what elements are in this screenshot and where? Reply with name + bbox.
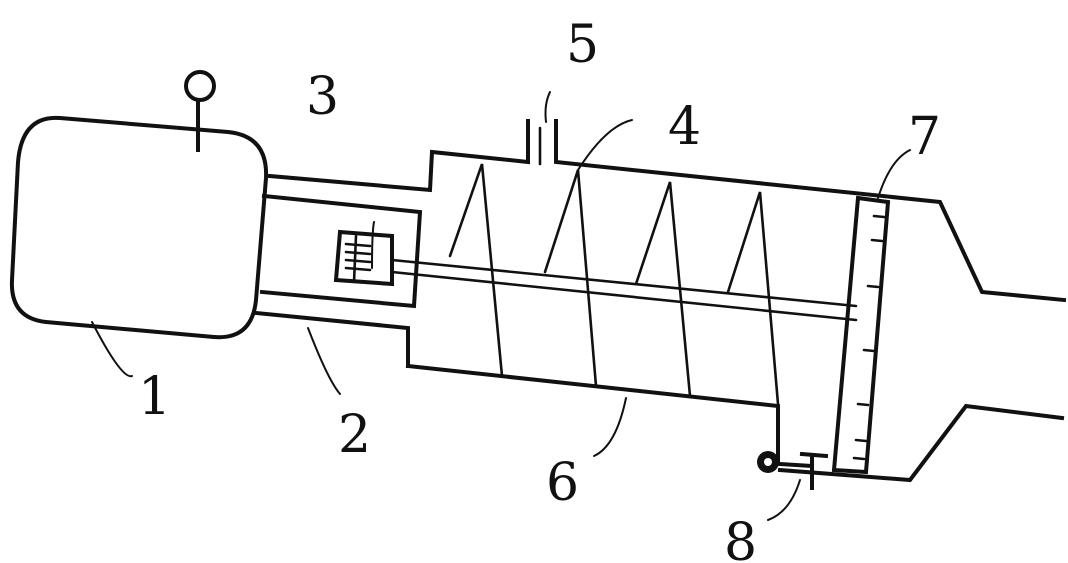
part-labels: 1 2 3 4 5 6 7 8 xyxy=(138,15,941,563)
leader-lines xyxy=(91,91,911,521)
motor-housing xyxy=(9,70,269,340)
barrel xyxy=(405,119,1067,483)
label-part-6: 6 xyxy=(546,453,579,513)
label-part-8: 8 xyxy=(724,513,757,563)
valve-fitting xyxy=(757,451,829,490)
label-part-3: 3 xyxy=(306,67,339,127)
label-part-4: 4 xyxy=(668,97,701,157)
label-part-5: 5 xyxy=(566,15,599,75)
label-part-7: 7 xyxy=(908,107,941,167)
filter-screen xyxy=(831,195,891,475)
drive-shaft xyxy=(390,258,858,322)
label-part-1: 1 xyxy=(138,367,171,427)
label-part-2: 2 xyxy=(338,405,371,465)
shaft-sleeve xyxy=(253,119,530,368)
coupling-block xyxy=(333,229,394,287)
